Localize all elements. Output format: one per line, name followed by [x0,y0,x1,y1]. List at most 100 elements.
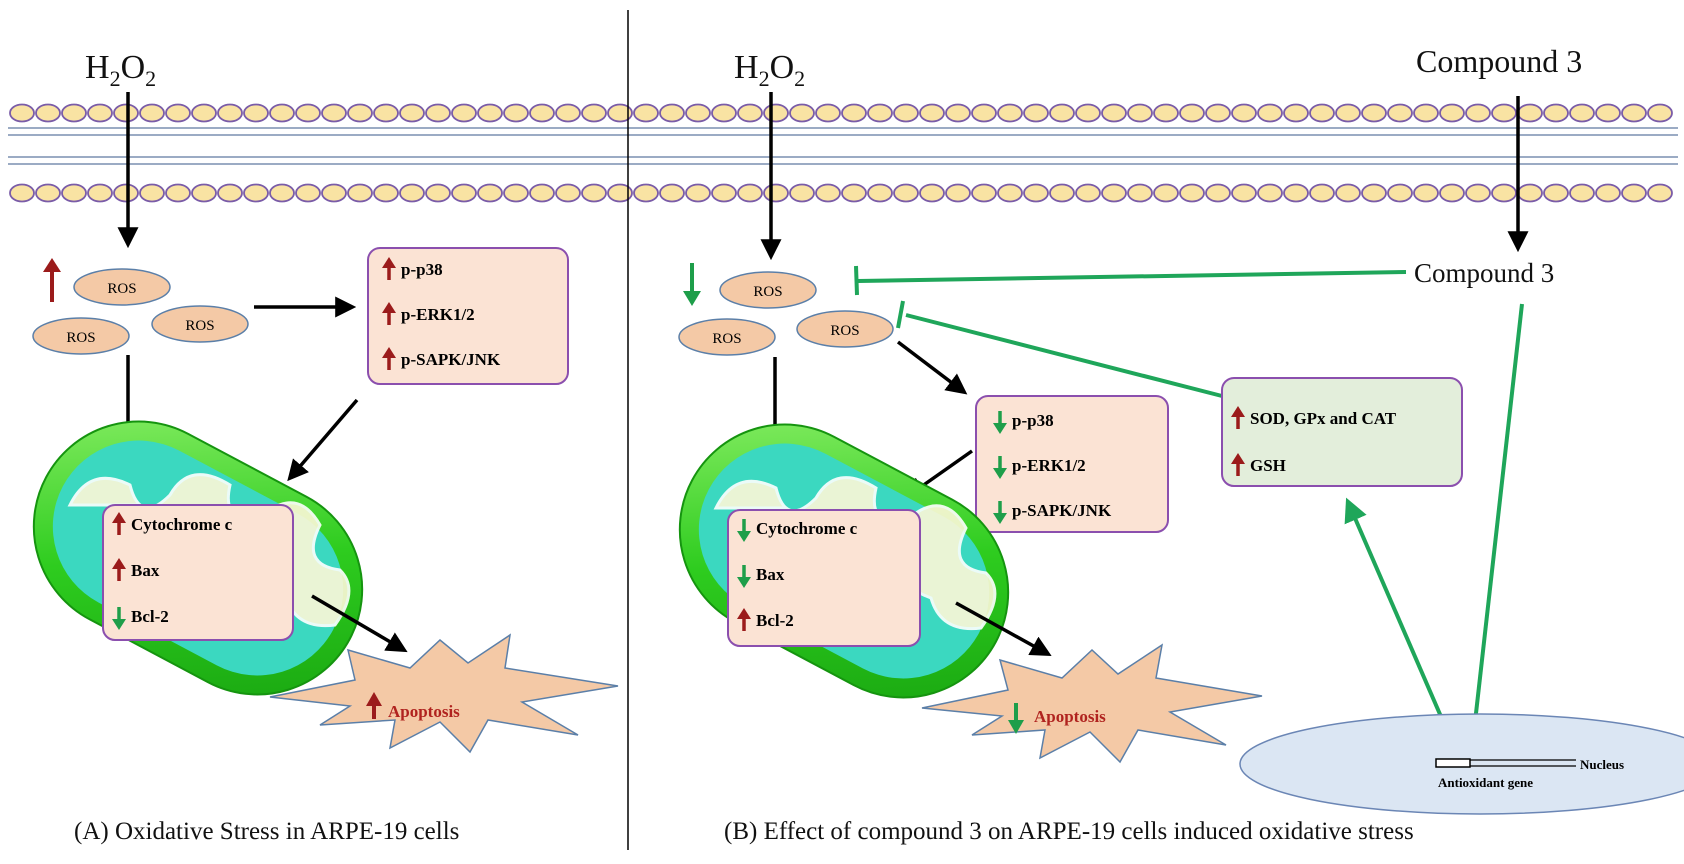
lipid-head [1127,103,1153,123]
lipid-head [919,103,945,123]
lipid-head [1283,103,1309,123]
kinase-a-item-2: p-SAPK/JNK [401,350,501,369]
lipid-head [867,103,893,123]
antioxidant-gene-label: Antioxidant gene [1438,775,1533,790]
ros-up-arrow-a [43,258,61,302]
lipid-head [1257,103,1283,123]
lipid-head [789,183,815,203]
lipid-head [685,183,711,203]
lipid-head [945,103,971,123]
lipid-head [1465,103,1491,123]
lipid-head [399,103,425,123]
lipid-head [1543,183,1569,203]
lipid-head [1595,183,1621,203]
lipid-head [893,183,919,203]
lipid-head [633,183,659,203]
lipid-head [243,103,269,123]
lipid-head [841,103,867,123]
lipid-head [971,183,997,203]
arrow-compound-to-nucleus [1463,303,1524,745]
lipid-head [217,103,243,123]
lipid-head [659,103,685,123]
kinase-b-item-0: p-p38 [1012,411,1054,430]
lipid-head [815,103,841,123]
kinase-a-up-arrow-0 [382,257,396,280]
ros-ellipse-a2: ROS [32,317,130,355]
lipid-head [1231,183,1257,203]
lipid-head [217,183,243,203]
mito-b-down-arrow-1 [737,565,751,588]
h2o2-label-a: H2O2 [85,49,156,91]
svg-text:ROS: ROS [66,330,95,346]
antioxidant-up-arrow-1 [1231,453,1245,476]
kinase-b-down-arrow-1 [993,456,1007,479]
ros-down-arrow-b [683,263,701,306]
lipid-head [165,183,191,203]
ros-ellipse-b1: ROS [719,271,817,309]
lipid-head [295,103,321,123]
lipid-head [1205,183,1231,203]
lipid-head [1309,183,1335,203]
arrow-mito-to-apoptosis-b [955,601,1052,657]
lipid-head [139,183,165,203]
lipid-head [373,183,399,203]
lipid-head [373,103,399,123]
lipid-head [1153,103,1179,123]
lipid-head [191,103,217,123]
kinase-a-up-arrow-1 [382,302,396,325]
compound-3-top-label: Compound 3 [1416,43,1582,79]
lipid-head [1101,183,1127,203]
lipid-head [1439,183,1465,203]
antioxidant-gene-bar [1435,758,1471,768]
mito-b-item-0: Cytochrome c [756,519,858,538]
kinase-b-down-arrow-0 [993,411,1007,434]
lipid-head [1335,183,1361,203]
lipid-head [1413,103,1439,123]
lipid-head [763,183,789,203]
lipid-head [633,103,659,123]
lipid-head [321,183,347,203]
inhibit-compound-to-ros [854,265,1407,296]
membrane-heads-bottom [9,183,1673,203]
lipid-head [529,103,555,123]
mito-b-down-arrow-0 [737,519,751,542]
lipid-head [1491,103,1517,123]
cell-membrane [8,103,1678,203]
kinase-b-item-2: p-SAPK/JNK [1012,501,1112,520]
apoptosis-star-a: Apoptosis [269,633,619,754]
lipid-head [35,183,61,203]
ros-ellipse-b2: ROS [678,318,776,356]
lipid-head [1023,183,1049,203]
lipid-head [1205,103,1231,123]
lipid-head [555,103,581,123]
mito-b-item-2: Bcl-2 [756,611,794,630]
svg-text:ROS: ROS [107,281,136,297]
lipid-head [1179,183,1205,203]
lipid-head [425,183,451,203]
lipid-head [919,183,945,203]
lipid-head [269,103,295,123]
svg-text:ROS: ROS [712,331,741,347]
lipid-head [1595,103,1621,123]
h2o2-label-b: H2O2 [734,49,805,91]
lipid-head [425,103,451,123]
mito-b-item-1: Bax [756,565,785,584]
lipid-head [1465,183,1491,203]
lipid-head [1283,183,1309,203]
lipid-head [477,103,503,123]
lipid-head [555,183,581,203]
lipid-head [165,103,191,123]
lipid-head [1569,103,1595,123]
lipid-head [503,183,529,203]
lipid-head [399,183,425,203]
lipid-head [1439,103,1465,123]
lipid-head [1621,183,1647,203]
lipid-head [61,103,87,123]
lipid-head [113,103,139,123]
lipid-head [997,183,1023,203]
lipid-head [711,103,737,123]
lipid-head [191,183,217,203]
antioxidant-up-arrow-0 [1231,406,1245,429]
